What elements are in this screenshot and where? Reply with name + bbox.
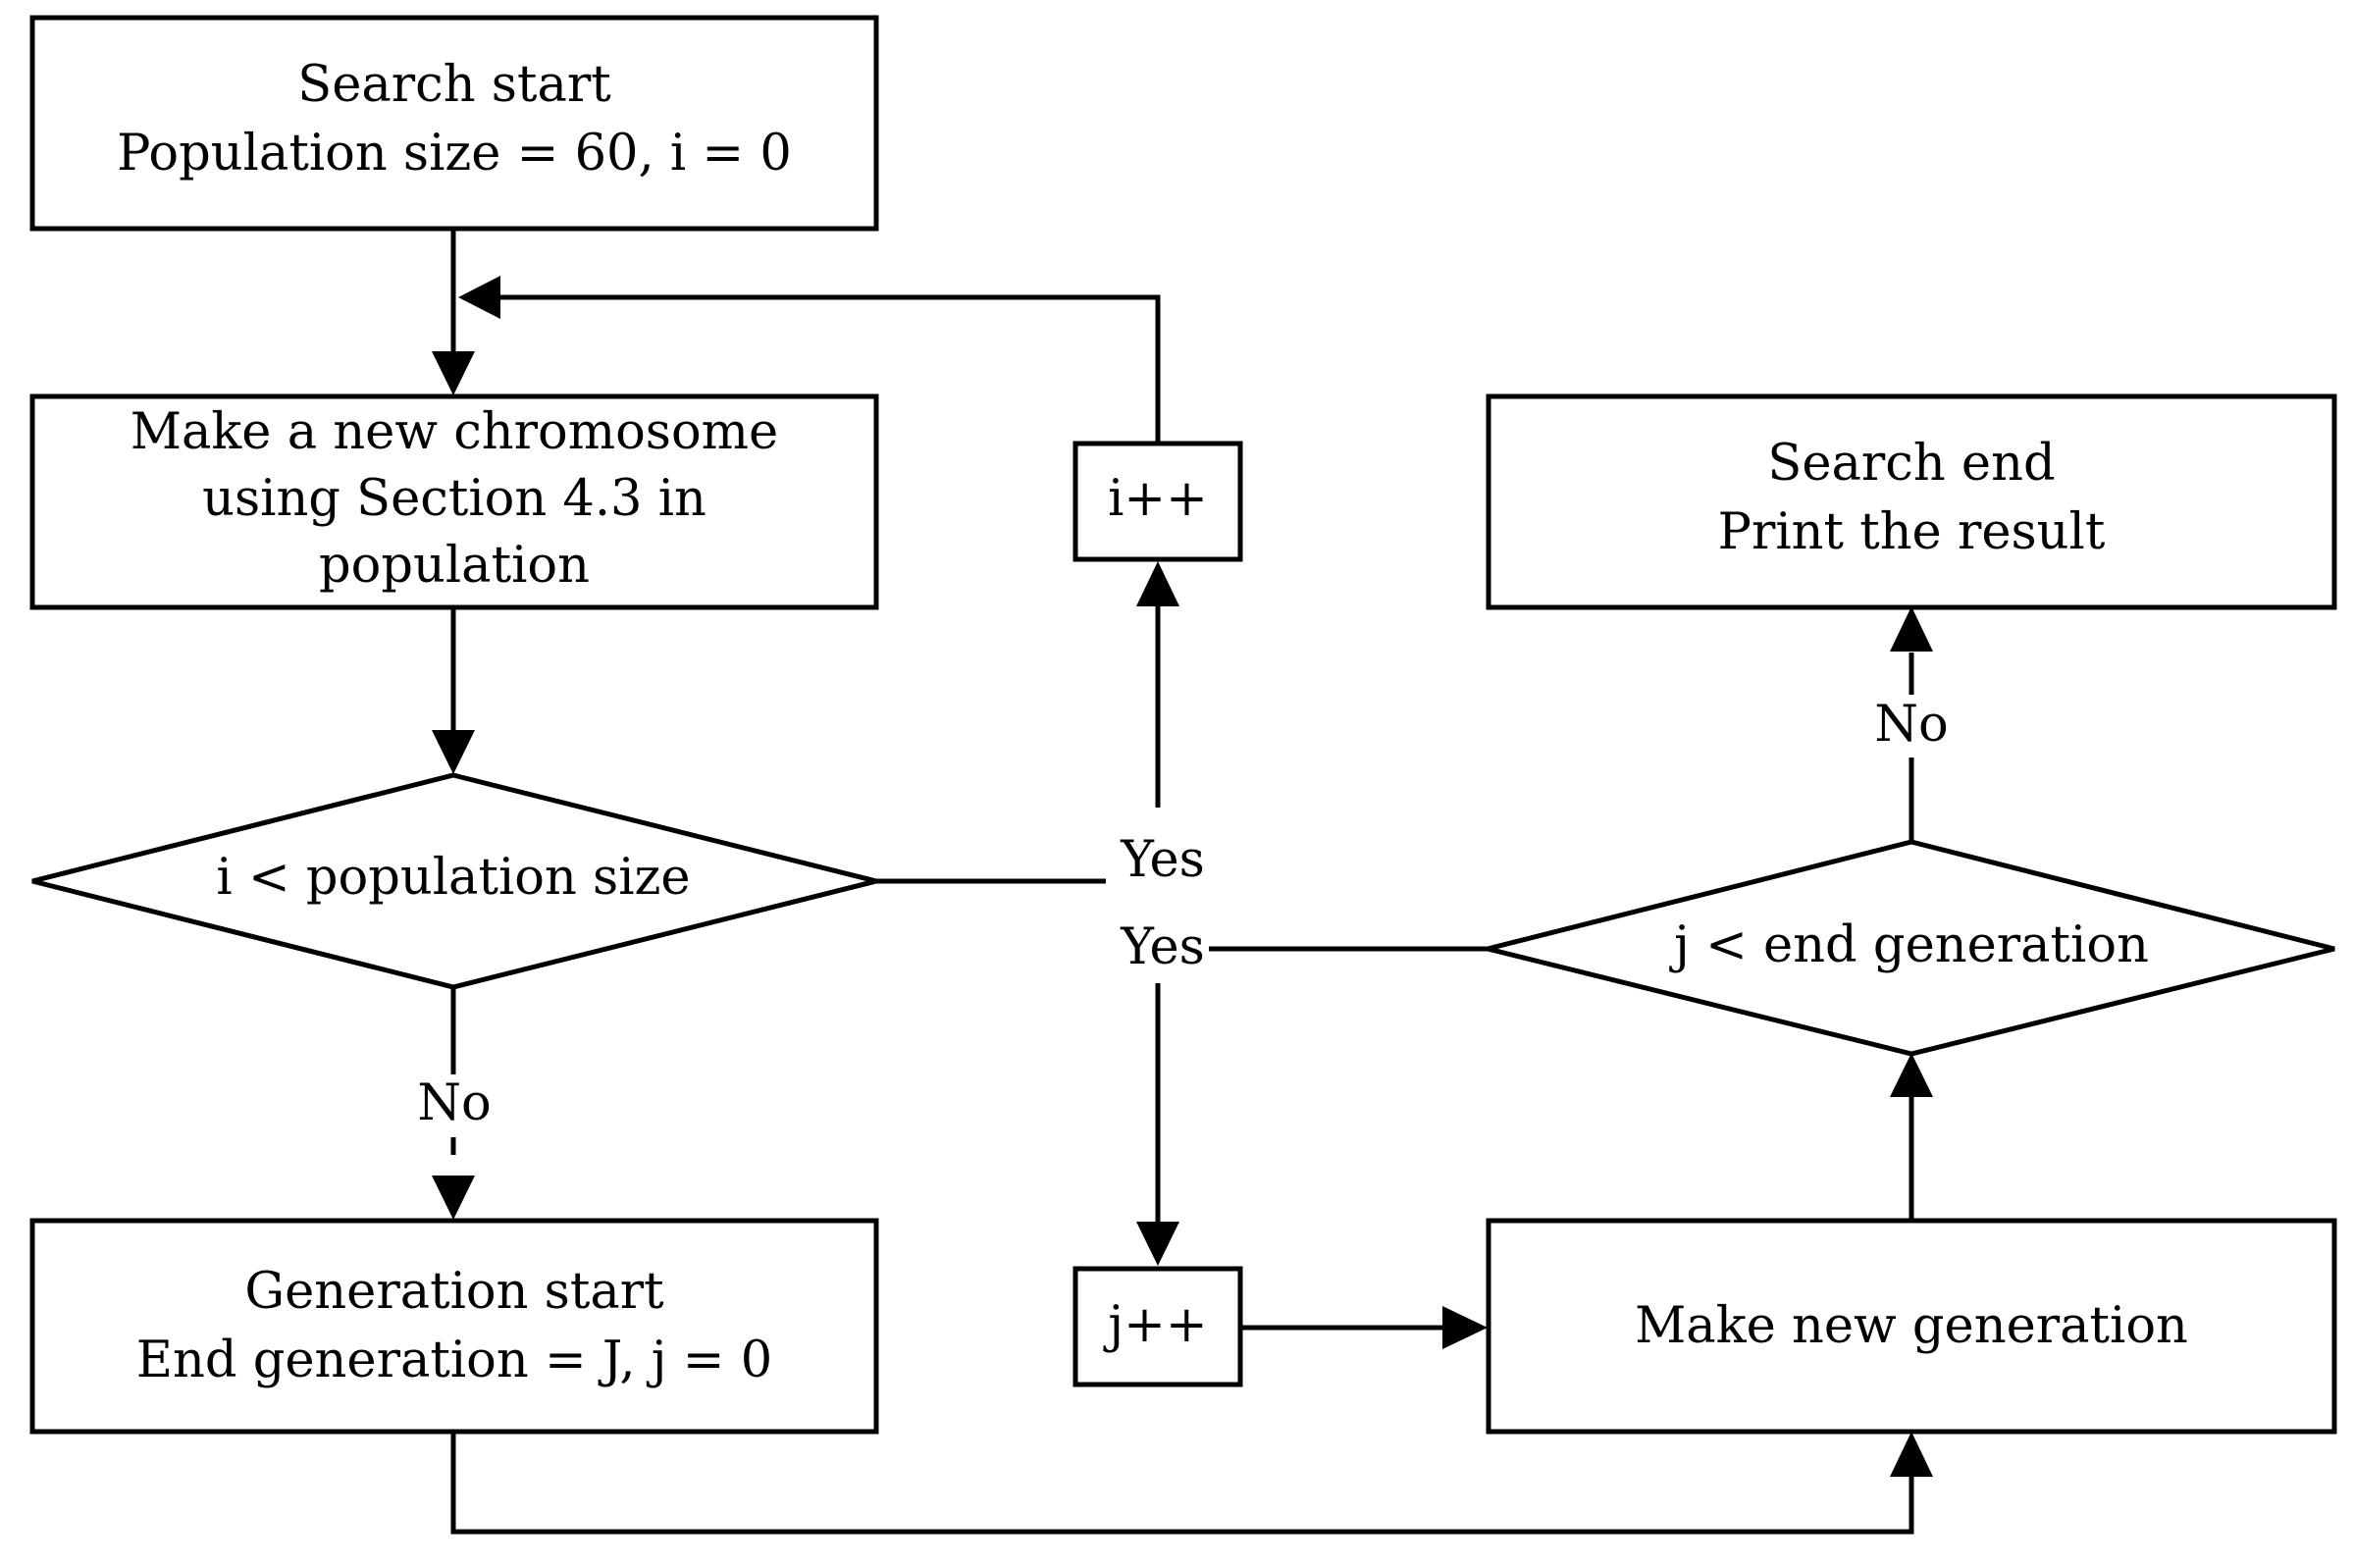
i-increment-text: i++ xyxy=(1108,470,1208,528)
i-condition-text: i < population size xyxy=(216,849,690,907)
arrowhead-to-searchend xyxy=(1890,606,1933,652)
search-start-line1: Search start xyxy=(297,56,611,114)
generation-start-line2: End generation = J, j = 0 xyxy=(136,1332,772,1389)
edge-label-i-no: No xyxy=(417,1074,491,1132)
search-end-box xyxy=(1486,393,2337,610)
edge-label-j-no-bg xyxy=(1860,695,1962,758)
arrowhead-to-newgen xyxy=(1442,1306,1488,1349)
j-increment-text: j++ xyxy=(1103,1296,1207,1354)
j-condition-diamond xyxy=(1487,839,2335,1057)
edge-label-i-yes: Yes xyxy=(1120,831,1205,889)
search-end-line1: Search end xyxy=(1767,435,2055,493)
make-chromosome-box xyxy=(29,393,879,610)
search-start-box xyxy=(29,15,879,232)
node-search-start: Search start Population size = 60, i = 0 xyxy=(29,15,879,232)
edge-genstart-to-newgen xyxy=(450,1432,1914,1535)
j-condition-text: j < end generation xyxy=(1669,916,2149,974)
node-make-new-generation: Make new generation xyxy=(1486,1218,2337,1435)
node-make-chromosome: Make a new chromosome using Section 4.3 … xyxy=(29,393,879,610)
make-new-generation-text: Make new generation xyxy=(1635,1297,2188,1355)
search-end-line2: Print the result xyxy=(1718,503,2106,561)
i-increment-box xyxy=(1072,441,1243,562)
generation-start-line1: Generation start xyxy=(244,1263,664,1321)
generation-start-box xyxy=(29,1218,879,1435)
node-j-condition: j < end generation xyxy=(1487,839,2335,1057)
arrowhead-loop-to-column xyxy=(458,276,500,319)
edge-iinc-loop xyxy=(489,294,1161,444)
arrowhead-to-jinc xyxy=(1136,1222,1179,1266)
arrowhead-to-jcond xyxy=(1890,1053,1933,1097)
make-chromosome-line2: using Section 4.3 in xyxy=(202,470,706,528)
node-i-increment: i++ xyxy=(1072,441,1243,562)
arrowhead-to-chromosome xyxy=(432,351,475,395)
arrowhead-to-iinc xyxy=(1136,561,1179,606)
node-i-condition: i < population size xyxy=(31,772,877,990)
search-start-line2: Population size = 60, i = 0 xyxy=(117,125,792,183)
make-new-generation-box xyxy=(1486,1218,2337,1435)
arrowhead-to-icond xyxy=(432,730,475,774)
edge-label-i-no-bg xyxy=(402,1074,504,1137)
edge-label-j-no: No xyxy=(1874,696,1948,754)
arrowhead-to-genstart xyxy=(432,1176,475,1220)
j-increment-box xyxy=(1072,1266,1243,1387)
arrowhead-to-newgen-bottom xyxy=(1890,1432,1933,1477)
make-chromosome-line1: Make a new chromosome xyxy=(131,403,778,461)
i-condition-diamond xyxy=(31,772,877,990)
make-chromosome-line3: population xyxy=(319,537,590,595)
node-j-increment: j++ xyxy=(1072,1266,1243,1387)
node-generation-start: Generation start End generation = J, j =… xyxy=(29,1218,879,1435)
edge-label-j-yes: Yes xyxy=(1120,918,1205,976)
node-search-end: Search end Print the result xyxy=(1486,393,2337,610)
